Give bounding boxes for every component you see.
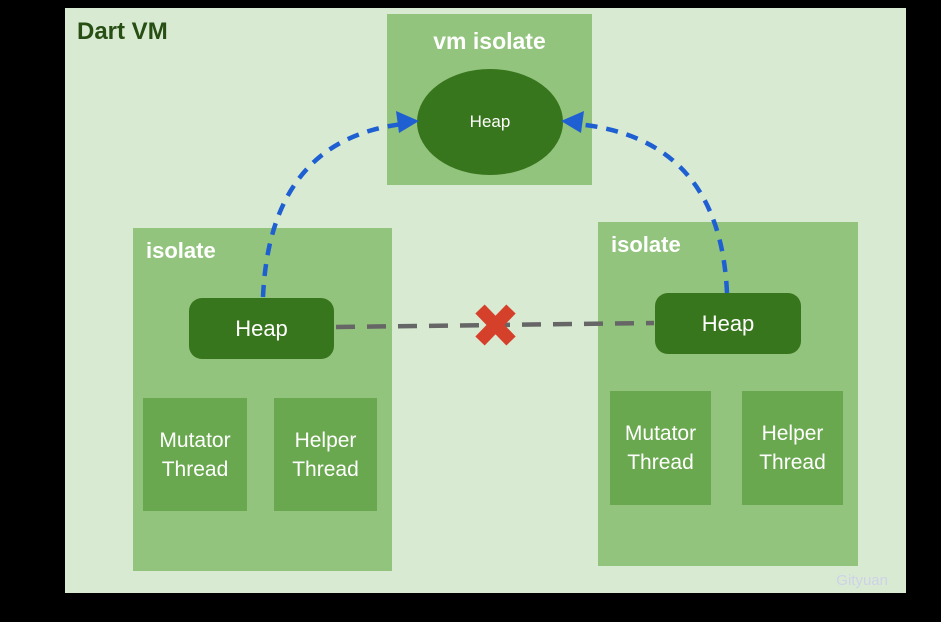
isolate-left-box: isolate Heap Mutator Thread Helper Threa…: [133, 228, 392, 571]
isolate-right-helper-thread-box: Helper Thread: [742, 391, 843, 505]
vm-isolate-box: vm isolate Heap: [387, 14, 592, 185]
isolate-left-heap-label: Heap: [235, 315, 288, 341]
dart-vm-container: Dart VM vm isolate Heap isolate Heap Mut…: [65, 8, 906, 593]
vm-isolate-heap-ellipse: Heap: [417, 69, 563, 175]
isolate-right-box: isolate Heap Mutator Thread Helper Threa…: [598, 222, 858, 566]
isolate-right-mutator-thread-box: Mutator Thread: [610, 391, 711, 505]
isolate-left-mutator-thread-box: Mutator Thread: [143, 398, 247, 511]
isolate-right-heap-label: Heap: [701, 310, 755, 336]
isolate-left-helper-thread-box: Helper Thread: [274, 398, 377, 511]
vm-isolate-heap-label: Heap: [469, 112, 511, 131]
vm-isolate-label: vm isolate: [433, 28, 546, 54]
isolate-left-label: isolate: [146, 238, 216, 263]
isolate-left-heap-box: Heap: [189, 298, 334, 359]
isolate-right-label: isolate: [611, 232, 681, 257]
isolate-right-heap-box: Heap: [655, 293, 801, 354]
dart-vm-title: Dart VM: [77, 18, 168, 45]
watermark: Gityuan: [836, 572, 888, 589]
